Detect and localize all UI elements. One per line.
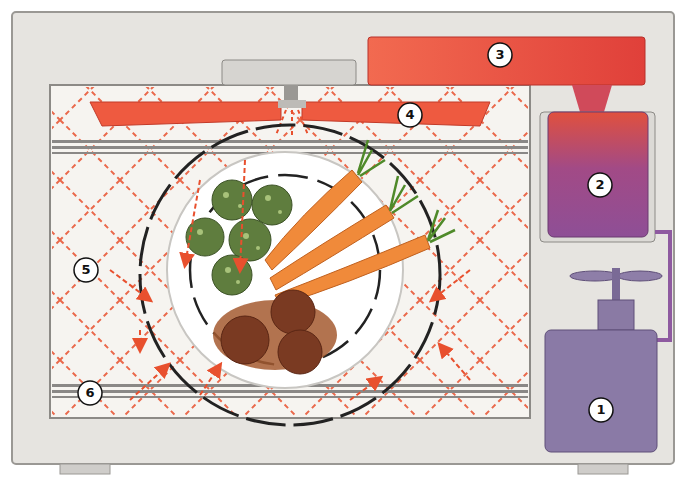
callout-number: 1 (590, 399, 612, 421)
callout-number: 4 (399, 104, 421, 126)
callout-number: 5 (75, 259, 97, 281)
callout-number: 3 (489, 44, 511, 66)
callout-number: 6 (79, 382, 101, 404)
callout-number: 2 (589, 174, 611, 196)
